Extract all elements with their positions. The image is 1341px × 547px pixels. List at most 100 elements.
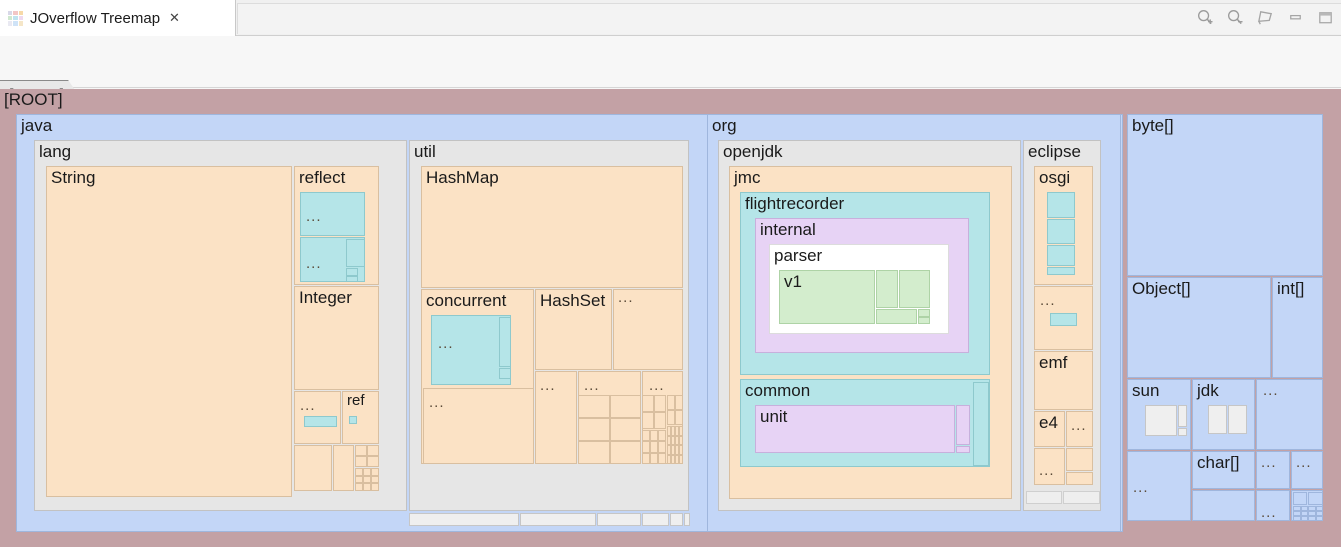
flag-icon[interactable] — [1256, 8, 1275, 27]
treemap-node-osgi-leaf[interactable] — [1047, 267, 1075, 275]
treemap-node-util-leaf[interactable] — [675, 410, 683, 425]
treemap-node-lang-leaf[interactable] — [371, 468, 379, 476]
treemap-node-root-other[interactable]: ... — [1256, 490, 1290, 521]
treemap-node-e4[interactable]: e4 — [1034, 411, 1065, 447]
treemap-node-util-leaf[interactable] — [650, 452, 658, 464]
treemap-node-util-leaf[interactable] — [675, 395, 683, 410]
treemap-node-root-other[interactable]: ... — [1291, 451, 1323, 489]
treemap-node-concurrent-leaf[interactable] — [499, 368, 510, 379]
treemap-node-root-leaf[interactable] — [1192, 490, 1255, 521]
treemap-node-lang-leaf[interactable] — [355, 456, 367, 467]
treemap-node-lang-leaf[interactable] — [355, 475, 363, 484]
treemap-node-util-leaf[interactable] — [667, 426, 671, 436]
treemap-node-HashMap[interactable]: HashMap — [421, 166, 683, 288]
treemap-node-common-leaf[interactable] — [973, 382, 989, 466]
treemap-node-util-leaf[interactable] — [642, 412, 654, 429]
treemap-node-java-leaf[interactable] — [670, 513, 683, 526]
treemap-node-concurrent-child[interactable]: ... — [431, 315, 511, 385]
treemap-node-util-leaf[interactable]: ... — [535, 371, 577, 464]
treemap-node-util-leaf[interactable] — [671, 426, 675, 436]
treemap-node-root-leaf[interactable] — [1308, 516, 1316, 520]
treemap-node-util-leaf[interactable] — [667, 395, 675, 410]
treemap-node-root-other[interactable]: ... — [1256, 451, 1290, 489]
treemap-node-java-leaf[interactable] — [597, 513, 641, 526]
treemap-node-util-leaf[interactable] — [609, 441, 641, 464]
treemap-node-util-leaf[interactable] — [609, 418, 641, 441]
treemap-node-osgi-leaf[interactable] — [1047, 192, 1075, 218]
treemap-node-util-leaf[interactable] — [675, 445, 679, 455]
treemap-node-lang-leaf[interactable] — [355, 468, 363, 476]
treemap-node-osgi-leaf[interactable] — [1047, 245, 1075, 266]
treemap-node-concurrent[interactable]: concurrent...... — [421, 289, 534, 464]
treemap-node-lang-leaf[interactable] — [363, 483, 371, 491]
treemap-node-ref-leaf[interactable] — [349, 416, 357, 424]
treemap-node-parser-leaf[interactable] — [876, 270, 898, 308]
treemap-node-eclipse-other-leaf[interactable] — [1050, 313, 1077, 326]
treemap-node-lang-leaf[interactable] — [371, 483, 379, 491]
treemap-node-util-leaf[interactable] — [642, 452, 650, 464]
treemap-node-util-leaf[interactable] — [667, 454, 671, 464]
treemap-node-eclipse-leaf[interactable]: ... — [1034, 448, 1065, 485]
treemap-node-util-leaf[interactable] — [654, 412, 666, 429]
treemap-node-root-leaf[interactable] — [1315, 516, 1322, 520]
treemap-node-lang-leaf[interactable] — [367, 456, 379, 467]
treemap-node-root-leaf[interactable] — [1293, 492, 1307, 505]
treemap-node-v1[interactable]: v1 — [779, 270, 875, 324]
treemap-node-java-leaf[interactable] — [520, 513, 596, 526]
treemap-node-root-other[interactable]: ... — [1256, 379, 1323, 450]
treemap-node-java-leaf[interactable] — [642, 513, 669, 526]
treemap-node-jdk-leaf[interactable] — [1228, 405, 1247, 434]
treemap-node-sun-leaf[interactable] — [1145, 405, 1177, 436]
treemap-node-util-leaf[interactable] — [679, 426, 683, 436]
treemap-node-unit[interactable]: unit — [755, 405, 955, 453]
treemap-node-HashSet[interactable]: HashSet — [535, 289, 612, 370]
treemap-node-bytearray[interactable]: byte[] — [1127, 114, 1323, 276]
treemap-node-util-leaf[interactable] — [654, 395, 666, 412]
treemap-node-emf[interactable]: emf — [1034, 351, 1093, 410]
treemap-node-jdk-leaf[interactable] — [1208, 405, 1227, 434]
treemap-node-common-leaf[interactable] — [956, 405, 970, 445]
treemap-node-util-leaf[interactable] — [650, 441, 658, 453]
treemap-node-reflect-leaf[interactable] — [346, 276, 358, 281]
treemap-node-root-leaf[interactable] — [1293, 511, 1301, 516]
treemap-node-util-leaf[interactable] — [658, 441, 666, 453]
tab-joverflow-treemap[interactable]: JOverflow Treemap ✕ — [0, 0, 236, 36]
treemap-node-sun-leaf[interactable] — [1178, 428, 1187, 436]
treemap-node-util-other[interactable]: ... — [613, 289, 683, 370]
treemap-node-util-leaf[interactable] — [679, 445, 683, 455]
treemap-node-reflect-leaf[interactable] — [346, 268, 358, 276]
treemap-node-util-leaf[interactable] — [609, 395, 641, 418]
treemap-node-sun[interactable]: sun — [1127, 379, 1191, 450]
treemap-node-util-leaf[interactable] — [642, 430, 650, 442]
treemap-node-util-leaf[interactable] — [658, 452, 666, 464]
treemap-node-ref[interactable]: ref — [342, 391, 379, 444]
treemap-node-reflect[interactable]: reflect...... — [294, 166, 379, 285]
treemap-node-util-leaf[interactable] — [675, 435, 679, 445]
treemap-node-java-leaf[interactable] — [684, 513, 690, 526]
treemap-node-util-leaf[interactable] — [679, 435, 683, 445]
treemap-node-root-leaf[interactable] — [1315, 511, 1322, 516]
treemap-node-common-leaf[interactable] — [956, 446, 970, 453]
maximize-icon[interactable] — [1316, 8, 1335, 27]
treemap-node-util-leaf[interactable] — [658, 430, 666, 442]
treemap-node-root-other[interactable]: ... — [1127, 451, 1191, 521]
treemap-node-lang-leaf[interactable] — [355, 445, 367, 456]
treemap-node-lang-leaf[interactable] — [363, 468, 371, 476]
treemap-node-util-leaf[interactable] — [671, 435, 675, 445]
treemap-node-reflect-child[interactable]: ... — [300, 237, 365, 282]
treemap-node-intarray[interactable]: int[] — [1272, 277, 1323, 378]
treemap-node-util-leaf[interactable] — [679, 454, 683, 464]
minimize-icon[interactable] — [1286, 8, 1305, 27]
treemap-node-lang-leaf[interactable] — [294, 445, 332, 491]
treemap-node-lang-leaf[interactable] — [371, 475, 379, 484]
treemap-node-osgi[interactable]: osgi — [1034, 166, 1093, 285]
treemap-node-root-leaf[interactable] — [1308, 511, 1316, 516]
treemap-node-util-leaf[interactable] — [675, 454, 679, 464]
